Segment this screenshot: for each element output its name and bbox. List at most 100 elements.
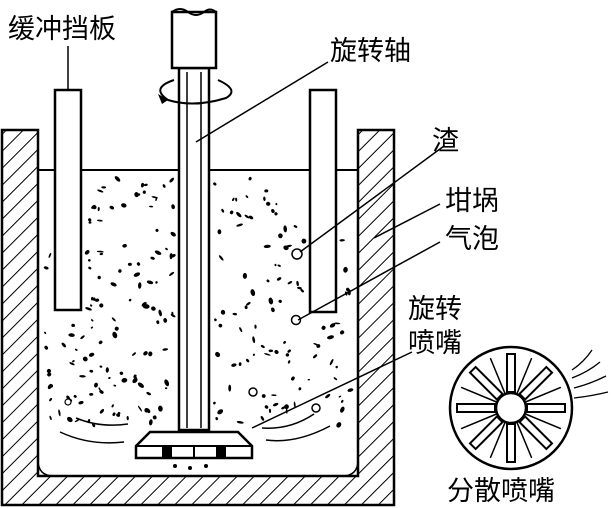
slag-speck bbox=[169, 177, 175, 183]
slag-speck bbox=[254, 324, 257, 329]
slag-speck bbox=[218, 323, 223, 328]
slag-speck bbox=[239, 327, 243, 333]
slag-speck bbox=[248, 215, 254, 220]
slag-speck bbox=[72, 360, 75, 363]
slag-speck bbox=[231, 363, 237, 367]
slag-speck bbox=[339, 239, 345, 242]
slag-speck bbox=[229, 210, 234, 215]
slag-speck bbox=[250, 289, 256, 297]
slag-speck bbox=[169, 271, 175, 276]
crucible-wall bbox=[0, 128, 396, 507]
slag-speck bbox=[44, 345, 49, 350]
slag-speck bbox=[297, 286, 302, 290]
spray-lines bbox=[571, 349, 609, 399]
slag-speck bbox=[90, 319, 94, 322]
slag-speck bbox=[347, 388, 354, 392]
slag-speck bbox=[49, 397, 53, 402]
slag-speck bbox=[137, 282, 142, 289]
dispersion-nozzle-icon bbox=[448, 345, 574, 471]
slag-speck bbox=[215, 351, 221, 358]
slag-speck bbox=[132, 377, 138, 384]
slag-speck bbox=[327, 335, 334, 340]
slag-speck bbox=[96, 250, 104, 253]
slag-speck bbox=[88, 221, 92, 224]
slag-speck bbox=[244, 305, 248, 310]
slag-speck bbox=[95, 298, 100, 302]
slag-speck bbox=[245, 358, 250, 363]
slag-speck bbox=[336, 422, 342, 428]
slag-speck bbox=[260, 344, 265, 349]
nozzle-divider bbox=[489, 422, 506, 459]
slag-speck bbox=[90, 296, 94, 301]
slag-speck bbox=[92, 204, 97, 210]
slag-speck bbox=[143, 351, 148, 356]
slag-speck bbox=[73, 394, 77, 398]
slag-speck bbox=[74, 348, 78, 351]
slag-speck bbox=[158, 309, 162, 317]
slag-speck bbox=[127, 262, 132, 266]
slag-speck bbox=[133, 272, 141, 277]
slag-speck bbox=[134, 192, 139, 198]
slag-speck bbox=[146, 280, 154, 285]
slag-speck bbox=[142, 304, 150, 309]
slag-speck bbox=[252, 336, 256, 344]
flow-lines bbox=[59, 413, 331, 444]
slag-speck bbox=[278, 299, 282, 303]
slag-speck bbox=[154, 250, 162, 255]
slag-speck bbox=[142, 190, 146, 194]
slag-speck bbox=[271, 307, 275, 313]
slag-speck bbox=[163, 318, 168, 323]
slag-speck bbox=[242, 272, 247, 279]
slag-speck bbox=[334, 322, 341, 325]
slag-speck bbox=[268, 297, 274, 305]
slag-speck bbox=[87, 258, 91, 262]
slag-speck bbox=[238, 362, 242, 366]
slag-speck bbox=[335, 365, 338, 369]
slag-speck bbox=[266, 201, 271, 206]
label-bubble: 气泡 bbox=[445, 224, 499, 255]
slag-speck bbox=[69, 362, 75, 366]
nozzle-spoke bbox=[456, 403, 496, 413]
slag-speck bbox=[217, 409, 224, 415]
slag-speck bbox=[287, 360, 291, 364]
slag-speck bbox=[272, 402, 279, 407]
slag-speck bbox=[137, 405, 143, 412]
slag-speck bbox=[46, 368, 52, 374]
slag-speck bbox=[164, 387, 168, 390]
slag-speck bbox=[162, 348, 169, 351]
slag-speck bbox=[296, 280, 299, 287]
slag-speck bbox=[298, 387, 302, 391]
slag-speck bbox=[263, 196, 266, 201]
slag-speck bbox=[90, 326, 94, 329]
slag-speck bbox=[246, 302, 251, 306]
label-shaft: 旋转轴 bbox=[330, 36, 411, 67]
nozzle-divider bbox=[489, 357, 506, 394]
slag-speck bbox=[114, 176, 121, 182]
slag-speck bbox=[156, 320, 160, 325]
slag-speck bbox=[271, 394, 277, 397]
slag-speck bbox=[118, 269, 122, 273]
slag-speck bbox=[155, 228, 159, 232]
slag-speck bbox=[312, 354, 318, 359]
slag-speck bbox=[340, 406, 345, 413]
nozzle-divider bbox=[516, 357, 533, 394]
slag-speck bbox=[333, 377, 338, 381]
slag-speck bbox=[276, 277, 282, 281]
slag-speck bbox=[121, 203, 127, 208]
slag-speck bbox=[117, 411, 121, 415]
slag-speck bbox=[232, 197, 235, 202]
slag-speck bbox=[338, 395, 342, 398]
gas-bubble bbox=[290, 314, 302, 326]
slag-speck bbox=[112, 331, 118, 339]
slag-speck bbox=[170, 254, 176, 258]
slag-speck bbox=[343, 266, 348, 273]
slag-speck bbox=[84, 250, 90, 255]
slag-speck bbox=[236, 211, 242, 218]
slag-speck bbox=[47, 372, 52, 377]
slag-speck bbox=[89, 392, 94, 396]
slag-speck bbox=[264, 405, 269, 409]
slag-speck bbox=[170, 313, 176, 318]
slag-speck bbox=[277, 264, 281, 267]
nozzle-divider bbox=[460, 386, 497, 403]
